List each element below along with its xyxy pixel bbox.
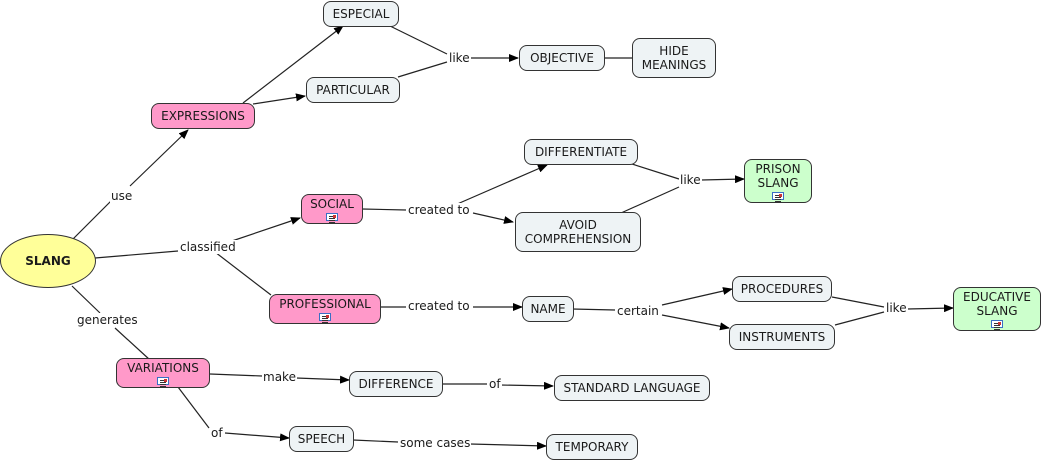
node-label: SLANG [25, 254, 71, 268]
node-label: PARTICULAR [316, 83, 390, 97]
node-label: DIFFERENTIATE [534, 145, 628, 159]
node-label: TEMPORARY [555, 440, 629, 454]
node-label: OBJECTIVE [530, 51, 594, 65]
link-label-of: of [210, 426, 224, 440]
resource-document-icon[interactable] [157, 377, 169, 385]
node-instruments[interactable]: INSTRUMENTS [729, 324, 835, 350]
node-label: DIFFERENCE [358, 377, 434, 391]
node-label: VARIATIONS [127, 361, 199, 375]
node-hide-meanings[interactable]: HIDE MEANINGS [632, 38, 716, 78]
node-label: HIDE MEANINGS [641, 44, 707, 72]
link-label-like: like [885, 301, 908, 315]
node-difference[interactable]: DIFFERENCE [349, 371, 443, 397]
node-label: INSTRUMENTS [738, 330, 826, 344]
resource-document-icon[interactable] [319, 313, 331, 321]
link-label-some-cases: some cases [399, 436, 472, 450]
node-objective[interactable]: OBJECTIVE [519, 45, 605, 71]
link-label-use: use [110, 189, 134, 203]
node-especial[interactable]: ESPECIAL [323, 1, 399, 27]
node-avoid-comprehension[interactable]: AVOID COMPREHENSION [515, 212, 641, 252]
node-label: EXPRESSIONS [161, 109, 245, 123]
node-speech[interactable]: SPEECH [289, 426, 354, 452]
node-procedures[interactable]: PROCEDURES [732, 276, 832, 302]
node-label: EDUCATIVE SLANG [963, 290, 1031, 318]
link-label-classified: classified [179, 240, 237, 254]
link-label-certain: certain [616, 304, 660, 318]
resource-document-icon[interactable] [772, 192, 784, 200]
node-expressions[interactable]: EXPRESSIONS [151, 103, 255, 129]
link-label-like: like [448, 51, 471, 65]
node-label: NAME [530, 302, 566, 316]
link-label-generates: generates [76, 313, 139, 327]
node-label: SOCIAL [310, 197, 354, 211]
link-label-created-to: created to [407, 203, 471, 217]
node-professional[interactable]: PROFESSIONAL [269, 294, 381, 324]
node-prison-slang[interactable]: PRISON SLANG [744, 159, 812, 203]
resource-document-icon[interactable] [991, 320, 1003, 328]
node-particular[interactable]: PARTICULAR [306, 77, 400, 103]
node-label: PROFESSIONAL [279, 297, 371, 311]
node-standard-language[interactable]: STANDARD LANGUAGE [554, 375, 710, 401]
node-label: ESPECIAL [332, 7, 390, 21]
node-name[interactable]: NAME [522, 296, 574, 322]
resource-document-icon[interactable] [326, 213, 338, 221]
node-label: PRISON SLANG [755, 162, 801, 190]
node-label: AVOID COMPREHENSION [524, 218, 632, 246]
node-label: PROCEDURES [740, 282, 824, 296]
link-label-like: like [679, 173, 702, 187]
node-slang[interactable]: SLANG [0, 234, 96, 288]
node-variations[interactable]: VARIATIONS [116, 358, 210, 388]
node-educative-slang[interactable]: EDUCATIVE SLANG [953, 287, 1041, 331]
link-label-created-to: created to [407, 299, 471, 313]
node-label: STANDARD LANGUAGE [563, 381, 701, 395]
node-temporary[interactable]: TEMPORARY [546, 434, 638, 460]
node-differentiate[interactable]: DIFFERENTIATE [524, 139, 638, 165]
link-label-make: make [262, 370, 297, 384]
node-social[interactable]: SOCIAL [301, 194, 363, 224]
link-label-of: of [488, 377, 502, 391]
node-label: SPEECH [297, 432, 346, 446]
